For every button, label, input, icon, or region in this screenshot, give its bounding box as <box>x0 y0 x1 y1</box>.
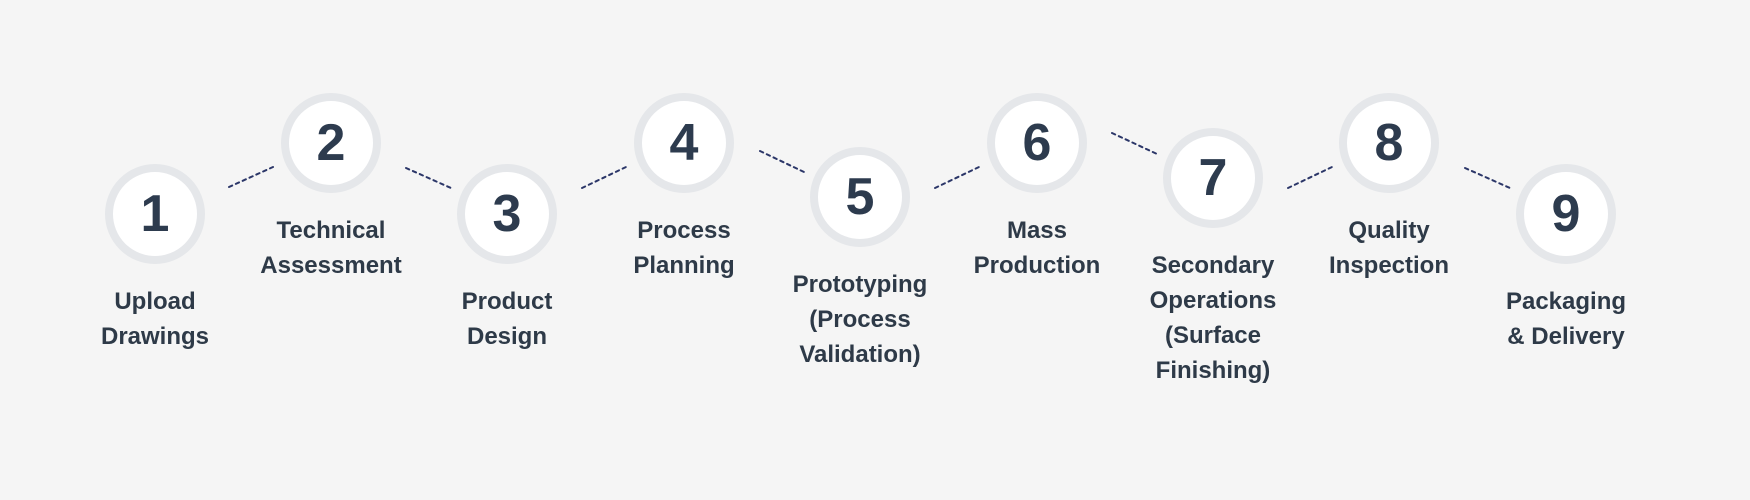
step-number: 3 <box>492 185 522 243</box>
step-label-line: Design <box>466 323 547 350</box>
step-label-line: Mass <box>1006 217 1068 244</box>
step-label-line: Technical <box>276 217 386 244</box>
step-6: 6 Mass Production <box>952 93 1122 283</box>
step-circle: 9 <box>1516 164 1616 264</box>
step-label: Packaging & Delivery <box>1506 284 1626 354</box>
step-number: 6 <box>1022 114 1052 172</box>
step-label: Secondary Operations (Surface Finishing) <box>1150 248 1277 388</box>
step-label-line: Product <box>461 288 553 315</box>
step-4: 4 Process Planning <box>599 93 769 283</box>
step-circle: 6 <box>987 93 1087 193</box>
step-label-line: (Surface <box>1164 322 1262 349</box>
step-label-line: Prototyping <box>792 271 928 298</box>
step-number: 5 <box>845 168 875 226</box>
step-label: Upload Drawings <box>101 284 209 354</box>
step-number: 9 <box>1551 185 1581 243</box>
step-label-line: Process <box>637 217 731 244</box>
step-circle: 1 <box>105 164 205 264</box>
step-label-line: Inspection <box>1328 252 1449 279</box>
step-label-line: Packaging <box>1505 288 1627 315</box>
step-circle: 3 <box>457 164 557 264</box>
step-label-line: (Process <box>809 306 911 333</box>
step-label-line: Validation) <box>799 341 921 368</box>
step-label: Quality Inspection <box>1329 213 1449 283</box>
step-number: 4 <box>669 114 699 172</box>
step-8: 8 Quality Inspection <box>1304 93 1474 283</box>
step-label-line: Assessment <box>260 252 402 279</box>
step-number: 2 <box>316 114 346 172</box>
step-label-line: Secondary <box>1151 252 1275 279</box>
step-label: Prototyping (Process Validation) <box>793 267 928 372</box>
step-label: Technical Assessment <box>260 213 401 283</box>
step-label: Process Planning <box>633 213 734 283</box>
step-label-line: Production <box>973 252 1101 279</box>
step-2: 2 Technical Assessment <box>246 93 416 283</box>
step-circle: 5 <box>810 147 910 247</box>
step-label-line: Operations <box>1149 287 1277 314</box>
step-5: 5 Prototyping (Process Validation) <box>775 147 945 372</box>
step-circle: 8 <box>1339 93 1439 193</box>
step-3: 3 Product Design <box>422 164 592 354</box>
step-label-line: Upload <box>114 288 196 315</box>
step-circle: 4 <box>634 93 734 193</box>
step-number: 7 <box>1198 149 1228 207</box>
step-label-line: & Delivery <box>1507 323 1625 350</box>
step-number: 1 <box>140 185 170 243</box>
step-label-line: Finishing) <box>1155 357 1271 384</box>
step-label-line: Planning <box>633 252 735 279</box>
step-circle: 2 <box>281 93 381 193</box>
step-label: Mass Production <box>974 213 1101 283</box>
step-number: 8 <box>1374 114 1404 172</box>
step-label-line: Drawings <box>100 323 210 350</box>
step-1: 1 Upload Drawings <box>70 164 240 354</box>
step-label-line: Quality <box>1348 217 1430 244</box>
step-circle: 7 <box>1163 128 1263 228</box>
step-7: 7 Secondary Operations (Surface Finishin… <box>1128 128 1298 388</box>
step-9: 9 Packaging & Delivery <box>1481 164 1651 354</box>
step-label: Product Design <box>462 284 553 354</box>
